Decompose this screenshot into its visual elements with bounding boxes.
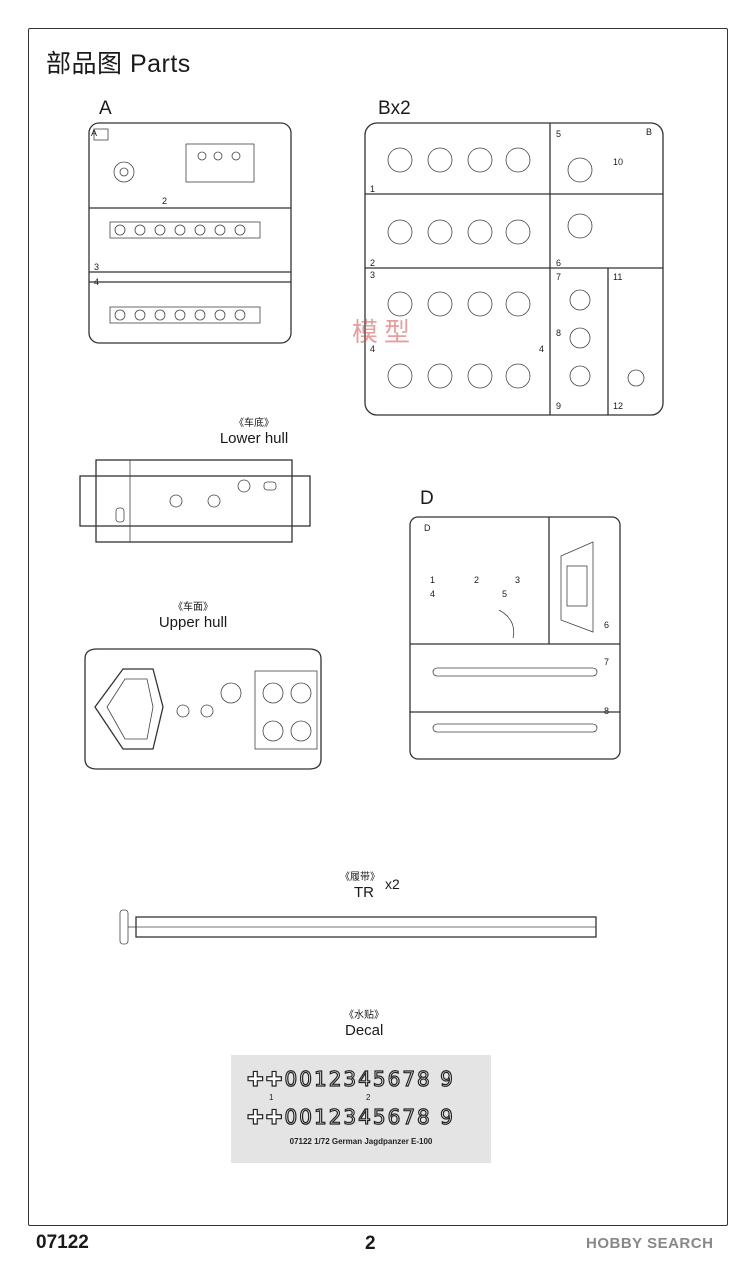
lower-hull-drawing	[79, 459, 311, 543]
sprue-b-num-9: 9	[556, 401, 562, 411]
sprue-d-label: D	[420, 488, 434, 509]
decal-caption-cn: 《水贴》	[344, 1010, 384, 1021]
sprue-d-num-1: 1	[430, 575, 436, 585]
sprue-b-num-5: 5	[556, 129, 562, 139]
kit-code: 07122	[36, 1232, 89, 1253]
decal-row-1: ✚✚0012345678 9	[246, 1066, 455, 1091]
track-quantity: x2	[385, 876, 400, 892]
sprue-b-num-4b: 4	[539, 344, 545, 354]
page-title: 部品图 Parts	[46, 50, 191, 78]
upper-hull-caption-en: Upper hull	[158, 614, 228, 631]
sprue-b-drawing	[364, 122, 664, 416]
sprue-d-num-6: 6	[604, 620, 610, 630]
sprue-d-num-3: 3	[515, 575, 521, 585]
page-frame	[28, 28, 728, 1226]
sprue-d-num-4: 4	[430, 589, 436, 599]
sprue-a-num-3: 3	[94, 262, 100, 272]
decal-sheet-caption: 07122 1/72 German Jagdpanzer E-100	[289, 1137, 433, 1146]
lower-hull-caption-cn: 《车底》	[234, 418, 274, 429]
sprue-d-num-5: 5	[502, 589, 508, 599]
sprue-b-label: Bx2	[378, 98, 411, 119]
sprue-d-num-8: 8	[604, 706, 610, 716]
sprue-b-num-2: 2	[370, 258, 376, 268]
sprue-a-tag: A	[91, 128, 98, 138]
decal-number-1: 1	[269, 1093, 274, 1102]
sprue-a-label: A	[99, 98, 112, 119]
sprue-d-num-7: 7	[604, 657, 610, 667]
decal-row-2: ✚✚0012345678 9	[246, 1104, 455, 1129]
sprue-d-drawing	[409, 516, 621, 760]
decal-sheet: ✚✚0012345678 9 1 2 ✚✚0012345678 9 07122 …	[231, 1055, 491, 1163]
upper-hull-caption-cn: 《车面》	[173, 602, 213, 613]
track-caption-cn: 《履带》	[340, 872, 380, 883]
hobby-search-watermark: HOBBY SEARCH	[586, 1235, 714, 1252]
track-drawing	[119, 909, 597, 945]
lower-hull-caption: 《车底》 Lower hull	[154, 418, 354, 447]
sprue-b-num-11: 11	[613, 272, 623, 282]
sprue-b-num-6: 6	[556, 258, 562, 268]
sprue-a-num-2: 2	[162, 196, 168, 206]
sprue-b-num-8: 8	[556, 328, 562, 338]
page-number: 2	[365, 1233, 376, 1254]
sprue-b-num-7: 7	[556, 272, 562, 282]
watermark-stamp: 模型	[351, 317, 416, 347]
decal-caption-en: Decal	[345, 1022, 384, 1039]
sprue-a-drawing	[88, 122, 292, 344]
upper-hull-caption: 《车面》 Upper hull	[93, 602, 293, 631]
decal-number-2: 2	[366, 1093, 371, 1102]
sprue-d-tag: D	[424, 523, 431, 533]
upper-hull-drawing	[84, 648, 322, 770]
track-caption-en: TR	[354, 884, 374, 901]
lower-hull-caption-en: Lower hull	[219, 430, 289, 447]
sprue-b-num-10: 10	[613, 157, 624, 167]
sprue-d-num-2: 2	[474, 575, 480, 585]
sprue-b-num-3: 3	[370, 270, 376, 280]
sprue-b-num-4a: 4	[370, 344, 376, 354]
sprue-b-num-1: 1	[370, 184, 376, 194]
sprue-b-num-12: 12	[613, 401, 624, 411]
sprue-a-num-4: 4	[94, 277, 100, 287]
sprue-b-tag: B	[646, 127, 653, 137]
